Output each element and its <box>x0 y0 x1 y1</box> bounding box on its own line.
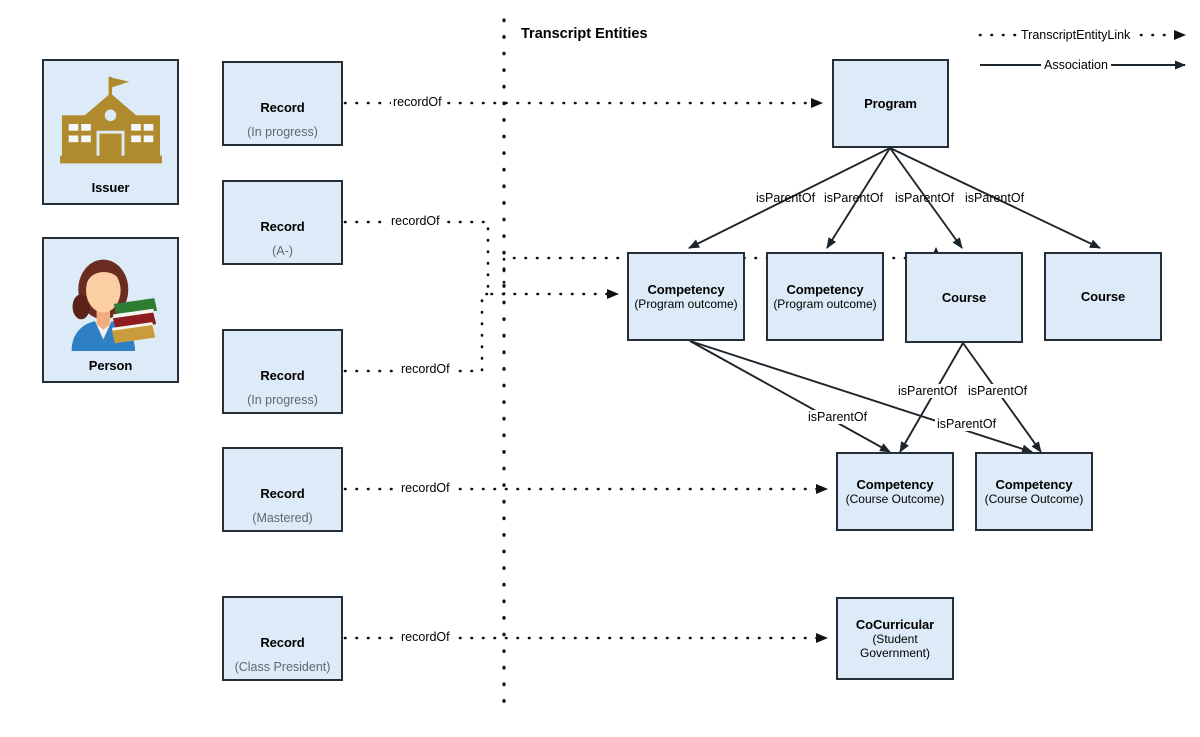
record-title: Record <box>260 486 305 501</box>
edge-label-isparentof-5: isParentOf <box>806 410 870 424</box>
edge-label-recordof-2: recordOf <box>389 214 442 228</box>
entity-title: CoCurricular <box>855 617 935 632</box>
record-status: (In progress) <box>247 393 318 407</box>
record-node-2[interactable]: Record (A-) <box>222 180 343 265</box>
actor-card-person[interactable]: Person <box>42 237 179 383</box>
edge-label-isparentof-4: isParentOf <box>965 191 1025 205</box>
edge-label-recordof-4: recordOf <box>399 481 452 495</box>
entity-subtitle: (Course Outcome) <box>984 492 1084 506</box>
actor-label-issuer: Issuer <box>91 180 130 195</box>
entity-subtitle: (Student Government) <box>859 632 931 660</box>
record-status: (In progress) <box>247 125 318 139</box>
record-title: Record <box>260 219 305 234</box>
actor-label-person: Person <box>88 358 133 373</box>
entity-node-cocurricular[interactable]: CoCurricular (Student Government) <box>836 597 954 680</box>
entity-subtitle: (Course Outcome) <box>845 492 945 506</box>
entity-title: Competency <box>995 477 1073 492</box>
entity-node-competency-program-outcome-2[interactable]: Competency (Program outcome) <box>766 252 884 341</box>
entity-title: Course <box>941 290 987 305</box>
entity-node-program[interactable]: Program <box>832 59 949 148</box>
edge-label-recordof-1: recordOf <box>391 95 444 109</box>
record-node-1[interactable]: Record (In progress) <box>222 61 343 146</box>
edge-label-recordof-5: recordOf <box>399 630 452 644</box>
entity-title: Competency <box>647 282 725 297</box>
record-node-3[interactable]: Record (In progress) <box>222 329 343 414</box>
schoolhouse-icon <box>59 76 162 164</box>
record-node-4[interactable]: Record (Mastered) <box>222 447 343 532</box>
entity-node-competency-program-outcome-1[interactable]: Competency (Program outcome) <box>627 252 745 341</box>
assoc-competency-program-to-course-outcome-1 <box>689 340 891 453</box>
entity-node-course-1[interactable]: Course <box>905 252 1023 343</box>
entity-title: Competency <box>786 282 864 297</box>
entity-node-course-2[interactable]: Course <box>1044 252 1162 341</box>
diagram-title: Transcript Entities <box>521 26 648 42</box>
actor-card-issuer[interactable]: Issuer <box>42 59 179 205</box>
edge-label-isparentof-6: isParentOf <box>896 384 960 398</box>
entity-title: Program <box>864 96 917 111</box>
edge-label-isparentof-3: isParentOf <box>895 191 955 205</box>
record-node-5[interactable]: Record (Class President) <box>222 596 343 681</box>
edge-label-isparentof-8: isParentOf <box>935 417 999 431</box>
record-status: (Mastered) <box>252 511 313 525</box>
record-title: Record <box>260 368 305 383</box>
entity-subtitle: (Program outcome) <box>634 297 738 311</box>
edge-label-isparentof-1: isParentOf <box>756 191 816 205</box>
student-avatar-icon <box>71 259 157 351</box>
record-status: (A-) <box>272 244 293 258</box>
edge-label-recordof-3: recordOf <box>399 362 452 376</box>
legend-label-association: Association <box>1041 58 1111 72</box>
record-title: Record <box>260 635 305 650</box>
link-recordof-competency-program-a <box>343 220 620 299</box>
entity-title: Competency <box>856 477 934 492</box>
entity-subtitle: (Program outcome) <box>773 297 877 311</box>
edge-label-isparentof-7: isParentOf <box>966 384 1030 398</box>
entity-title: Course <box>1080 289 1126 304</box>
edge-label-isparentof-2: isParentOf <box>824 191 884 205</box>
entity-node-competency-course-outcome-1[interactable]: Competency (Course Outcome) <box>836 452 954 531</box>
entity-node-competency-course-outcome-2[interactable]: Competency (Course Outcome) <box>975 452 1093 531</box>
legend-label-transcript-entity-link: TranscriptEntityLink <box>1018 28 1134 42</box>
record-title: Record <box>260 100 305 115</box>
record-status: (Class President) <box>234 660 331 674</box>
